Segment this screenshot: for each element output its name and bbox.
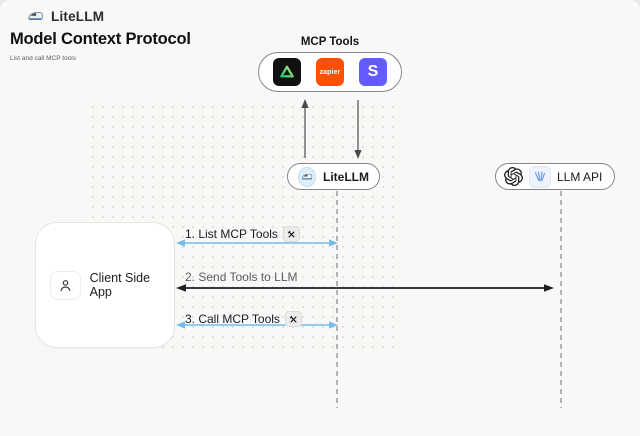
llm-api-node-label: LLM API xyxy=(557,169,603,184)
page-title: Model Context Protocol xyxy=(10,30,191,48)
client-app-label: Client Side App xyxy=(89,271,151,299)
composio-icon xyxy=(273,58,301,86)
flow-2-arrow xyxy=(176,284,554,292)
stripe-icon: S xyxy=(359,58,387,86)
page-subtitle: List and call MCP tools xyxy=(10,55,76,62)
litellm-node-label: LiteLLM xyxy=(323,169,369,184)
zapier-wordmark: zapier xyxy=(319,68,341,76)
user-icon xyxy=(50,270,81,300)
app-name: LiteLLM xyxy=(51,9,105,24)
arrow-litellm-to-mcp xyxy=(301,99,309,158)
arrow-mcp-to-litellm xyxy=(354,100,362,159)
zapier-icon: zapier xyxy=(316,58,344,86)
llm-api-node: LLM API xyxy=(495,163,615,190)
litellm-node: LiteLLM xyxy=(287,163,380,190)
openai-icon xyxy=(504,167,523,186)
flow-1-label: 1. List MCP Tools xyxy=(185,226,300,242)
client-app-card: Client Side App xyxy=(35,222,175,348)
mcp-tools-group: zapier S xyxy=(258,52,402,92)
app-header: LiteLLM xyxy=(27,8,104,25)
stripe-letter: S xyxy=(367,63,379,80)
litellm-train-icon xyxy=(298,166,316,187)
green-triangle-icon xyxy=(280,65,294,78)
train-icon xyxy=(28,12,43,21)
tools-icon xyxy=(284,311,302,327)
llm-provider-icon xyxy=(529,165,551,188)
tools-icon xyxy=(282,226,300,242)
mcp-tools-label: MCP Tools xyxy=(300,36,360,48)
flow-2-label: 2. Send Tools to LLM xyxy=(185,270,298,284)
flow-3-label: 3. Call MCP Tools xyxy=(185,311,302,327)
